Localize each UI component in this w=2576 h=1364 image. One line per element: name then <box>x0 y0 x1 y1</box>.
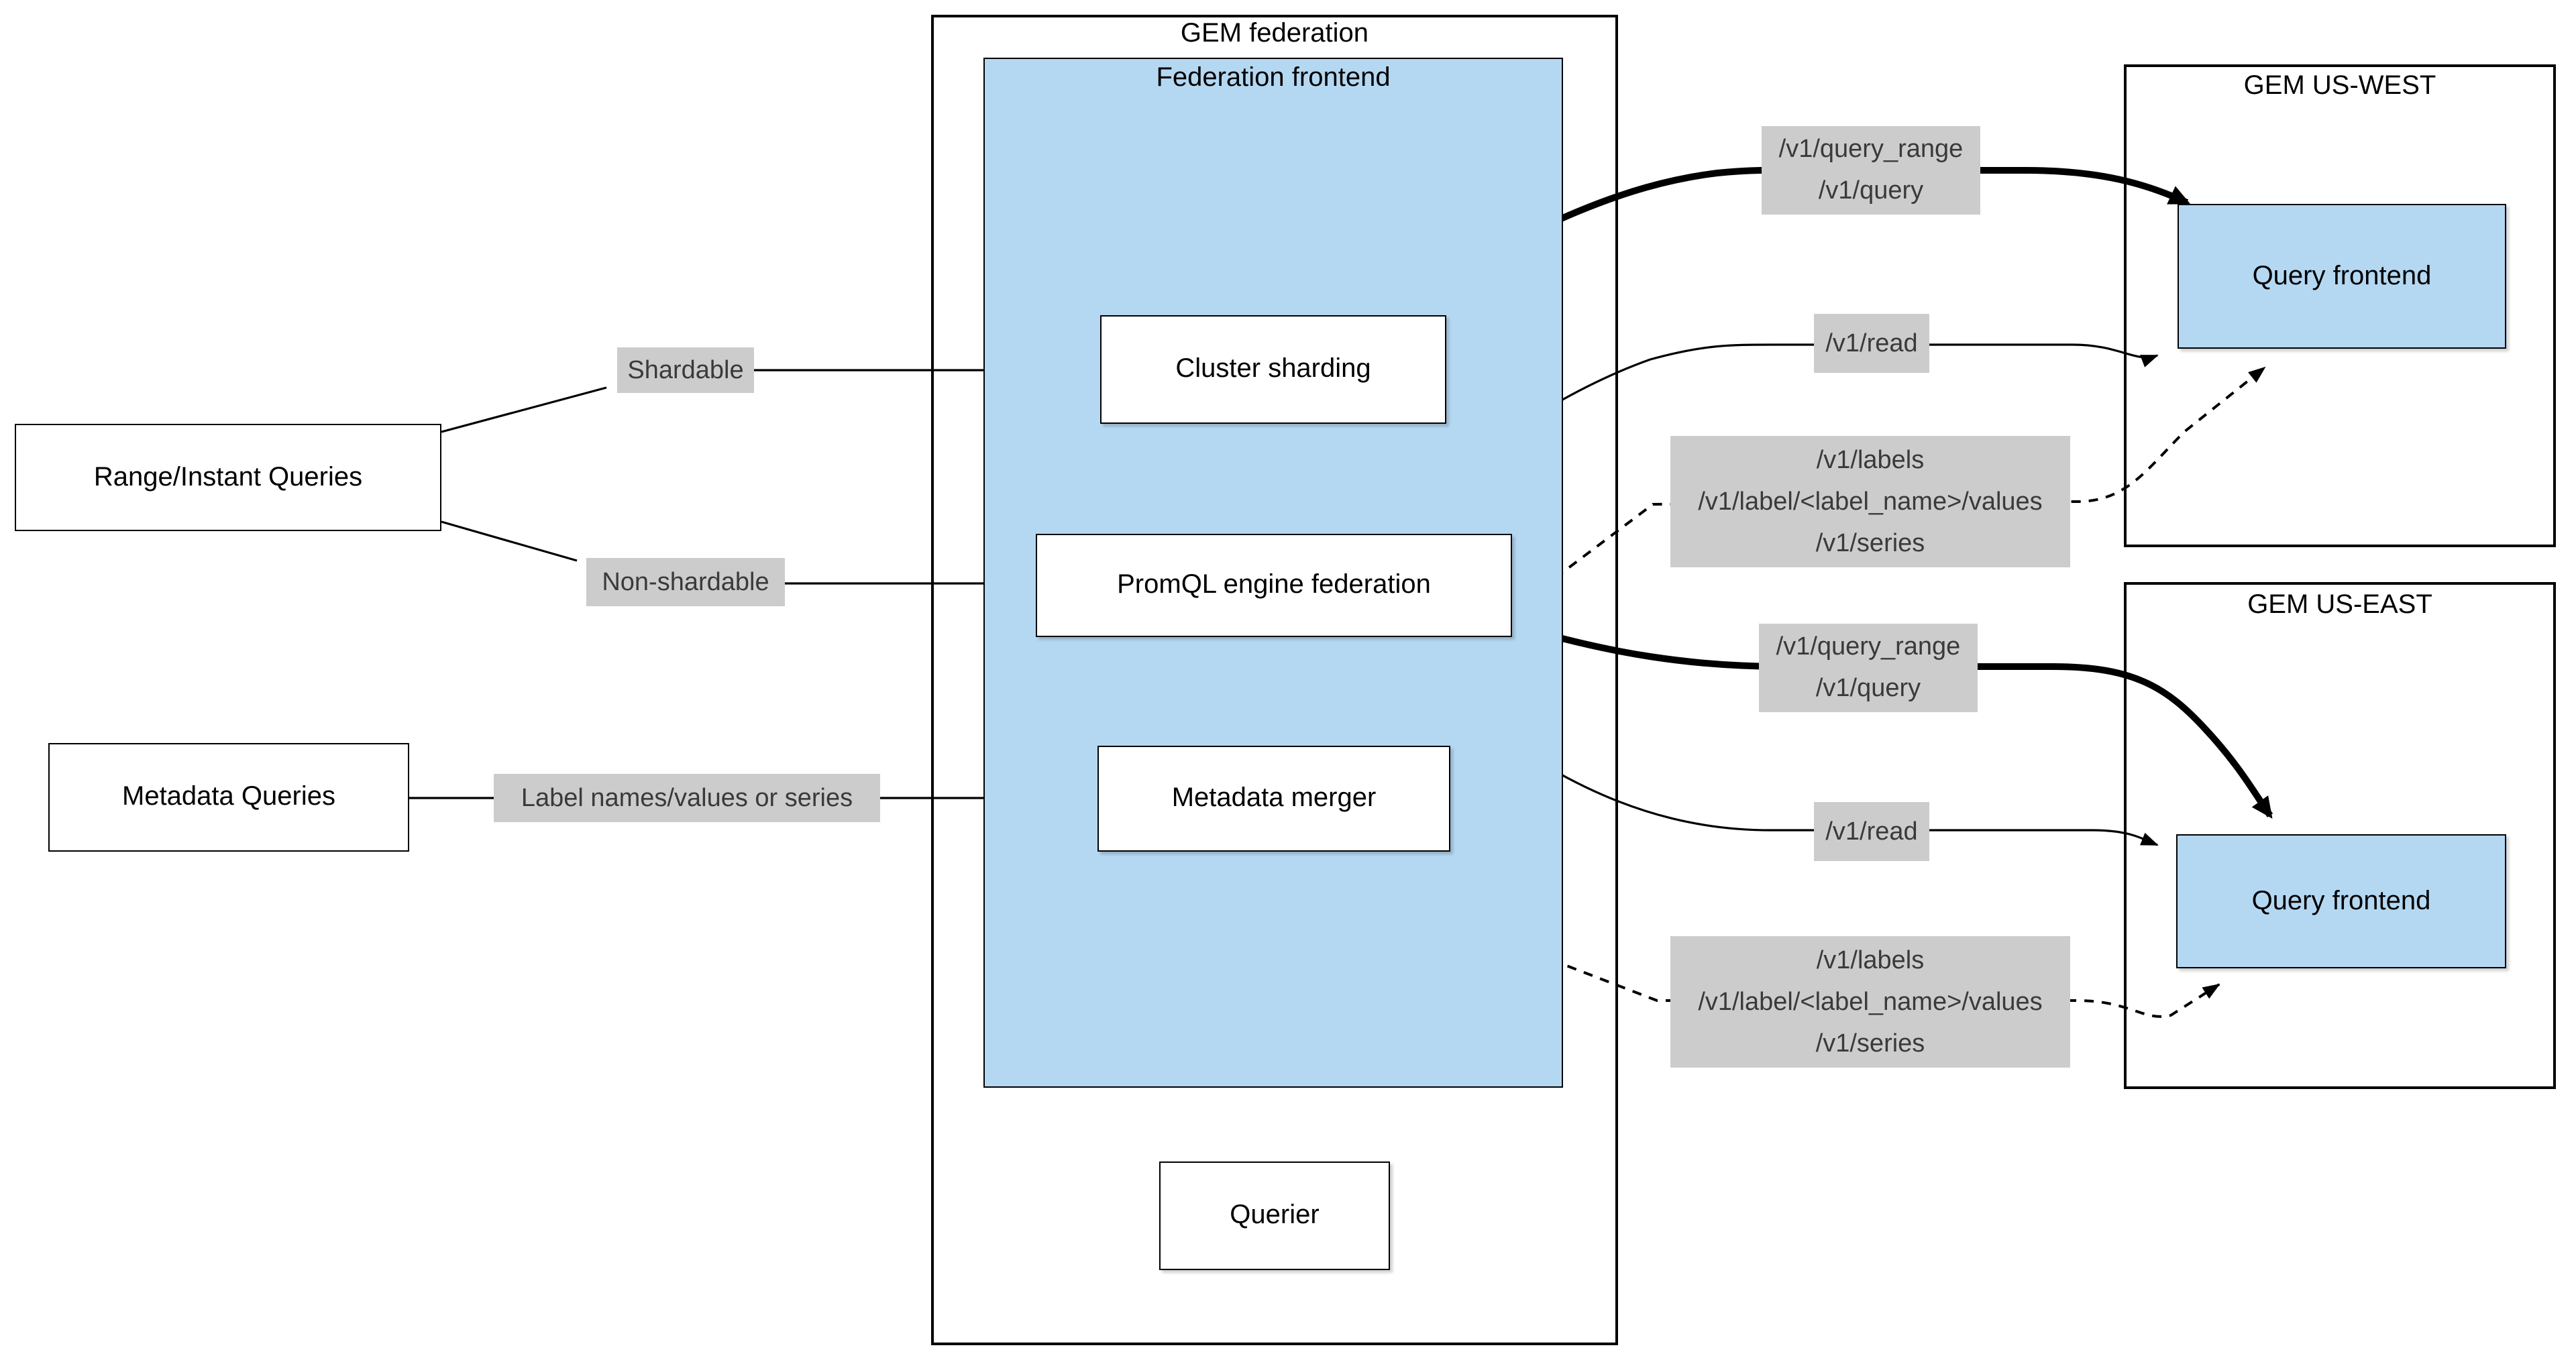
node-query-frontend-west-label: Query frontend <box>2252 261 2432 290</box>
node-query-frontend-east-label: Query frontend <box>2251 886 2431 915</box>
gem-us-west-title: GEM US-WEST <box>2243 71 2436 101</box>
node-metadata-merger: Metadata merger <box>1097 746 1450 852</box>
node-promql-engine-federation-label: PromQL engine federation <box>1117 570 1431 600</box>
edge-label-labels-west: /v1/labels /v1/label/<label_name>/values… <box>1670 436 2070 567</box>
node-range-instant-queries-label: Range/Instant Queries <box>93 462 363 492</box>
node-querier: Querier <box>1159 1161 1390 1270</box>
edge-label-metadata-path: Label names/values or series <box>494 774 880 822</box>
node-metadata-merger-label: Metadata merger <box>1171 783 1377 813</box>
node-promql-engine-federation: PromQL engine federation <box>1036 534 1512 637</box>
edge-label-read-east: /v1/read <box>1814 802 1929 861</box>
edge-merger-labels-west <box>1331 366 2266 747</box>
node-cluster-sharding-label: Cluster sharding <box>1175 354 1371 384</box>
node-metadata-queries: Metadata Queries <box>48 743 409 852</box>
node-query-frontend-east: Query frontend <box>2176 834 2506 968</box>
edge-range-to-non-shardable <box>441 520 578 562</box>
federation-frontend-title: Federation frontend <box>1156 63 1391 93</box>
node-metadata-queries-label: Metadata Queries <box>122 782 335 811</box>
node-querier-label: Querier <box>1230 1200 1320 1230</box>
gem-federation-title: GEM federation <box>1180 19 1369 48</box>
gem-us-east-title: GEM US-EAST <box>2247 590 2432 620</box>
edge-label-non-shardable: Non-shardable <box>586 558 785 606</box>
edge-label-query-west: /v1/query_range /v1/query <box>1762 126 1980 215</box>
node-range-instant-queries: Range/Instant Queries <box>15 424 441 531</box>
edge-label-labels-east: /v1/labels /v1/label/<label_name>/values… <box>1670 936 2070 1068</box>
edge-label-query-east: /v1/query_range /v1/query <box>1759 624 1978 712</box>
edge-label-read-west: /v1/read <box>1814 314 1929 373</box>
edge-range-to-shardable <box>441 386 607 433</box>
node-cluster-sharding: Cluster sharding <box>1100 315 1446 424</box>
edge-label-shardable: Shardable <box>617 347 754 393</box>
node-query-frontend-west: Query frontend <box>2178 204 2506 349</box>
